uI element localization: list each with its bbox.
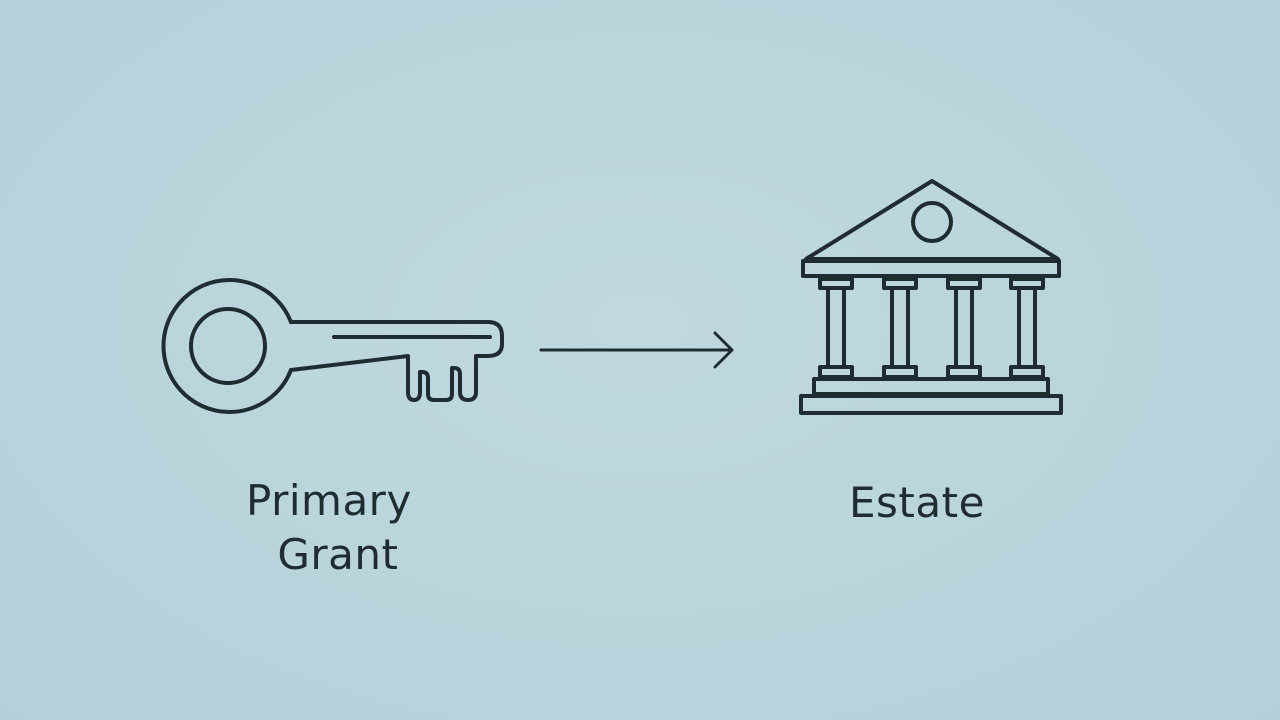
key-icon bbox=[161, 278, 504, 414]
bank-building-icon bbox=[799, 179, 1063, 415]
column bbox=[882, 277, 918, 379]
source-label-line-2: Grant bbox=[277, 530, 399, 579]
column bbox=[1009, 277, 1045, 379]
column bbox=[818, 277, 854, 379]
source-node-label: Primary Grant bbox=[246, 476, 412, 580]
column bbox=[946, 277, 982, 379]
arrow-right-icon bbox=[539, 331, 734, 369]
target-node-label: Estate bbox=[849, 478, 985, 527]
source-label-line-1: Primary bbox=[246, 476, 412, 525]
